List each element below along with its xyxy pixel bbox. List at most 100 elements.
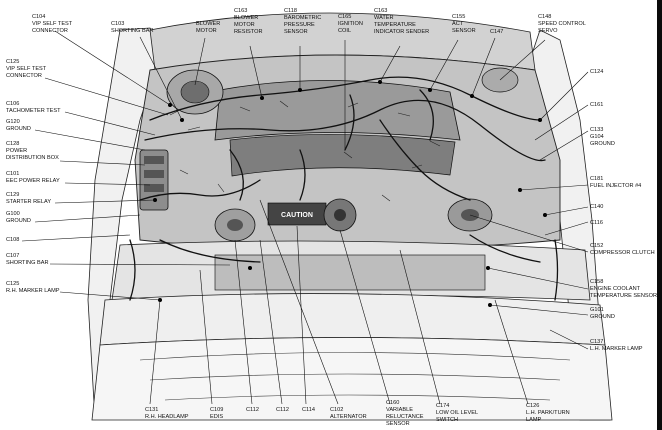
label-c158-2: ENGINE COOLANT [590, 286, 641, 292]
engine-bay-illustration: CAUTION [87, 12, 613, 421]
label-c163-water: C163 WATER TEMPERATURE INDICATOR SENDER [374, 8, 429, 35]
label-c124: C124 [590, 69, 603, 75]
label-c163: C163 BLOWER MOTOR RESISTOR [234, 8, 263, 35]
label-c181-2: FUEL INJECTOR #4 [590, 183, 641, 189]
label-c103: C103 SHORTING BAR [111, 21, 153, 34]
radiator-core [214, 254, 486, 291]
intake-runners [229, 134, 456, 177]
label-c137: C137 L.H. MARKER LAMP [590, 339, 643, 352]
label-c124-1: C124 [590, 69, 603, 75]
label-c109-1: C109 [210, 407, 223, 413]
right-edge-bar [657, 0, 662, 430]
label-c129-2: STARTER RELAY [6, 199, 51, 205]
label-c140-1: C140 [590, 204, 603, 210]
label-c133-3: GROUND [590, 141, 615, 147]
label-c160-4: SENSOR [386, 421, 410, 427]
label-c112a-1: C112 [246, 407, 259, 413]
label-c125-2: VIP SELF TEST [6, 66, 47, 72]
label-c165-2: IGNITION [338, 21, 363, 27]
label-g101-1: G101 [590, 307, 604, 313]
label-c152: C152 COMPRESSOR CLUTCH [590, 243, 655, 256]
label-c108-1: C108 [6, 237, 19, 243]
label-c163-1: C163 [234, 8, 247, 14]
label-c133: C133 G104 GROUND [590, 127, 615, 147]
label-c129: C129 STARTER RELAY [6, 192, 51, 205]
wiring-harness [129, 76, 559, 301]
label-c118: C118 BAROMETRIC PRESSURE SENSOR [284, 8, 321, 35]
label-c155-2: ACT [452, 21, 464, 27]
label-c131-1: C131 [145, 407, 158, 413]
label-c148-2: SPEED CONTROL [538, 21, 586, 27]
label-c165: C165 IGNITION COIL [338, 14, 363, 34]
label-c128-2: POWER [6, 148, 27, 154]
label-c118-2: BAROMETRIC [284, 15, 321, 21]
label-blower-motor-1: BLOWER [196, 21, 220, 27]
label-c125b-2: R.H. MARKER LAMP [6, 288, 60, 294]
label-c102-1: C102 [330, 407, 343, 413]
label-c137-2: L.H. MARKER LAMP [590, 346, 643, 352]
label-c147: C147 [490, 29, 503, 35]
label-c126-2: L.H. PARK/TURN [526, 410, 570, 416]
label-c114: C114 [302, 407, 315, 413]
label-c118-4: SENSOR [284, 29, 308, 35]
label-blower-motor: BLOWER MOTOR [196, 21, 220, 34]
label-c104: C104 VIP SELF TEST CONNECTOR [32, 14, 73, 34]
label-c118-3: PRESSURE [284, 22, 315, 28]
label-c131: C131 R.H. HEADLAMP [145, 407, 189, 420]
label-c131-2: R.H. HEADLAMP [145, 414, 189, 420]
label-c163b-4: INDICATOR SENDER [374, 29, 429, 35]
leader-lines [21, 30, 589, 405]
label-c112b-1: C112 [276, 407, 289, 413]
label-c126-3: LAMP [526, 417, 542, 423]
label-c158: C158 ENGINE COOLANT TEMPERATURE SENSOR [590, 279, 657, 299]
label-c125-marker: C125 R.H. MARKER LAMP [6, 281, 60, 294]
label-g101: G101 GROUND [590, 307, 615, 320]
label-c165-3: COIL [338, 28, 351, 34]
label-c106: C106 TACHOMETER TEST [6, 101, 61, 114]
label-g100-1: G100 [6, 211, 20, 217]
label-g120-2: GROUND [6, 126, 31, 132]
label-c106-2: TACHOMETER TEST [6, 108, 61, 114]
label-c126: C126 L.H. PARK/TURN LAMP [526, 403, 570, 423]
label-g100: G100 GROUND [6, 211, 31, 224]
label-c163b-1: C163 [374, 8, 387, 14]
label-c102: C102 ALTERNATOR [330, 407, 367, 420]
label-c174-1: C174 [436, 403, 449, 409]
label-c152-2: COMPRESSOR CLUTCH [590, 250, 655, 256]
label-c163-2: BLOWER [234, 15, 258, 21]
label-c163-4: RESISTOR [234, 29, 263, 35]
label-c112-a: C112 [246, 407, 259, 413]
label-c128: C128 POWER DISTRIBUTION BOX [6, 141, 59, 161]
label-c114-1: C114 [302, 407, 315, 413]
label-c160-3: RELUCTANCE [386, 414, 424, 420]
label-c148: C148 SPEED CONTROL SERVO [538, 14, 586, 34]
label-c103-2: SHORTING BAR [111, 28, 153, 34]
label-g120: G120 GROUND [6, 119, 31, 132]
label-c165-1: C165 [338, 14, 351, 20]
label-c107-1: C107 [6, 253, 19, 259]
label-c129-1: C129 [6, 192, 19, 198]
label-c128-1: C128 [6, 141, 19, 147]
label-c101-2: EEC POWER RELAY [6, 178, 60, 184]
label-c160-1: C160 [386, 400, 399, 406]
label-c116-1: C116 [590, 220, 603, 226]
label-c147-1: C147 [490, 29, 503, 35]
label-c174-2: LOW OIL LEVEL [436, 410, 478, 416]
label-c106-1: C106 [6, 101, 19, 107]
label-c104-3: CONNECTOR [32, 28, 68, 34]
label-c125b-1: C125 [6, 281, 19, 287]
label-c104-1: C104 [32, 14, 45, 20]
label-c174-3: SWITCH [436, 417, 458, 423]
label-c160-2: VARIABLE [386, 407, 413, 413]
label-c160: C160 VARIABLE RELUCTANCE SENSOR [386, 400, 424, 427]
label-c107: C107 SHORTING BAR [6, 253, 48, 266]
label-c108: C108 [6, 237, 19, 243]
label-c155-1: C155 [452, 14, 465, 20]
label-c102-2: ALTERNATOR [330, 414, 367, 420]
label-c125: C125 VIP SELF TEST CONNECTOR [6, 59, 47, 79]
label-c161-1: C161 [590, 102, 603, 108]
label-c104-2: VIP SELF TEST [32, 21, 73, 27]
label-c133-2: G104 [590, 134, 604, 140]
callout-labels: C104 VIP SELF TEST CONNECTOR C103 SHORTI… [6, 8, 657, 427]
